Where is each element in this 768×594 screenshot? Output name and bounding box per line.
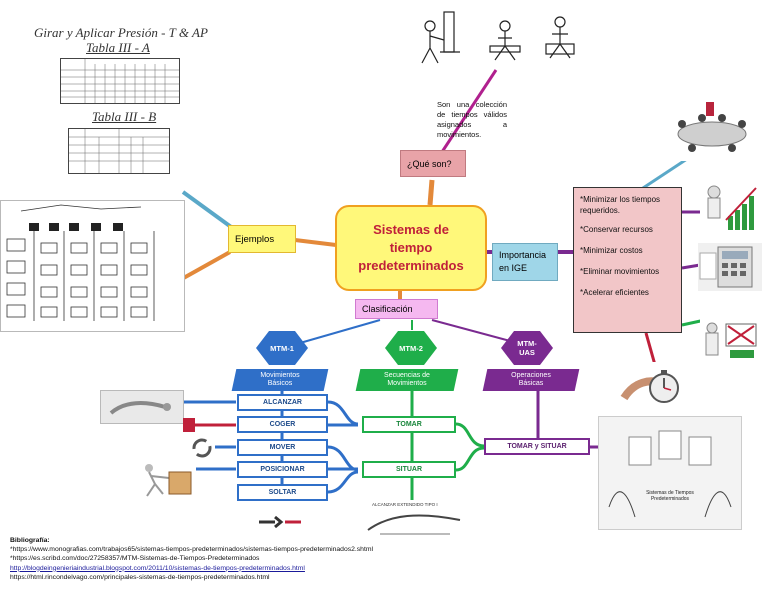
que-son-label: ¿Qué son? — [407, 158, 452, 169]
hands-icon — [360, 500, 472, 540]
stopwatch-icon — [620, 362, 692, 410]
importancia-item: *Minimizar los tiempos requeridos. — [580, 195, 661, 215]
ejemplos-label: Ejemplos — [235, 233, 275, 245]
mtm-uas-label: MTM-UAS — [517, 339, 537, 357]
meeting-table-icon — [662, 96, 762, 161]
mtm1-subtitle: Movimientos Básicos — [231, 369, 329, 391]
central-topic[interactable]: Sistemas de tiempo predeterminados — [335, 205, 487, 291]
importancia-item: *Conservar recursos — [580, 225, 653, 234]
importancia-label: Importancia en IGE — [499, 250, 547, 273]
importancia-node[interactable]: Importancia en IGE — [492, 243, 558, 281]
document-caption: Sistemas de Tiempos Predeterminados — [646, 490, 694, 502]
girar-title: Girar y Aplicar Presión - T & AP — [34, 25, 208, 40]
importancia-item: *Eliminar movimientos — [580, 267, 660, 276]
mtm2-step-situar[interactable]: SITUAR — [362, 461, 456, 478]
importancia-list: *Minimizar los tiempos requeridos. *Cons… — [573, 187, 682, 333]
importancia-item: *Acelerar eficientes — [580, 288, 649, 297]
ejemplos-node[interactable]: Ejemplos — [228, 225, 296, 253]
calculator-icon — [698, 243, 762, 291]
mtm1-step-mover[interactable]: MOVER — [237, 439, 328, 456]
growth-chart-icon — [700, 180, 762, 235]
tabla-a-title: Tabla III - A — [86, 40, 150, 55]
mtm1-step-coger[interactable]: COGER — [237, 416, 328, 433]
que-son-node[interactable]: ¿Qué son? — [400, 150, 466, 177]
mtm1-step-posicionar[interactable]: POSICIONAR — [237, 461, 328, 478]
pushing-crate-icon — [135, 460, 195, 500]
tabla-a-image — [60, 58, 180, 104]
mtm1-label: MTM-1 — [270, 343, 294, 353]
crossed-chart-icon — [700, 318, 762, 363]
clasificacion-label: Clasificación — [362, 304, 413, 314]
motion-chart-image — [0, 200, 185, 332]
mtm-uas-step-tomar-situar[interactable]: TOMAR y SITUAR — [484, 438, 590, 455]
mtm2-step-tomar[interactable]: TOMAR — [362, 416, 456, 433]
mtm2-subtitle: Secuencias de Movimientos — [355, 369, 459, 391]
document-icon — [598, 416, 742, 530]
bibliografia-title: Bibliografía: — [10, 537, 50, 544]
rotate-icon — [190, 436, 214, 460]
mtm1-step-soltar[interactable]: SOLTAR — [237, 484, 328, 501]
bibliografia: Bibliografía: *https://www.monografias.c… — [10, 536, 373, 582]
reference-link[interactable]: https://html.rincondelvago.com/principal… — [10, 573, 270, 581]
reference-link[interactable]: *https://www.monografias.com/trabajos65/… — [10, 546, 374, 554]
arrows-icon — [255, 513, 305, 531]
hand-reach-icon — [100, 390, 184, 424]
reference-link[interactable]: http://blogdeingenieriaindustrial.blogsp… — [10, 564, 305, 572]
hands-caption: ALCANZAR EXTENDIDO TIPO I — [372, 502, 438, 507]
workers-illustration-icon — [410, 8, 585, 68]
mtm-uas-subtitle: Operaciones Básicas — [482, 369, 580, 391]
que-son-description: Son una colección de tiempos válidos asi… — [437, 100, 507, 139]
central-title: Sistemas de tiempo predeterminados — [358, 222, 464, 273]
mtm-uas-node[interactable]: MTM-UAS — [501, 331, 553, 365]
tabla-b-title: Tabla III - B — [92, 109, 157, 124]
mtm1-step-alcanzar[interactable]: ALCANZAR — [237, 394, 328, 411]
red-block-icon — [183, 418, 195, 432]
tabla-b-image — [68, 128, 170, 174]
reference-link[interactable]: *https://es.scribd.com/doc/27258357/MTM-… — [10, 555, 260, 563]
clasificacion-node[interactable]: Clasificación — [355, 299, 438, 319]
mtm2-label: MTM-2 — [399, 343, 423, 353]
importancia-item: *Minimizar costos — [580, 246, 643, 255]
